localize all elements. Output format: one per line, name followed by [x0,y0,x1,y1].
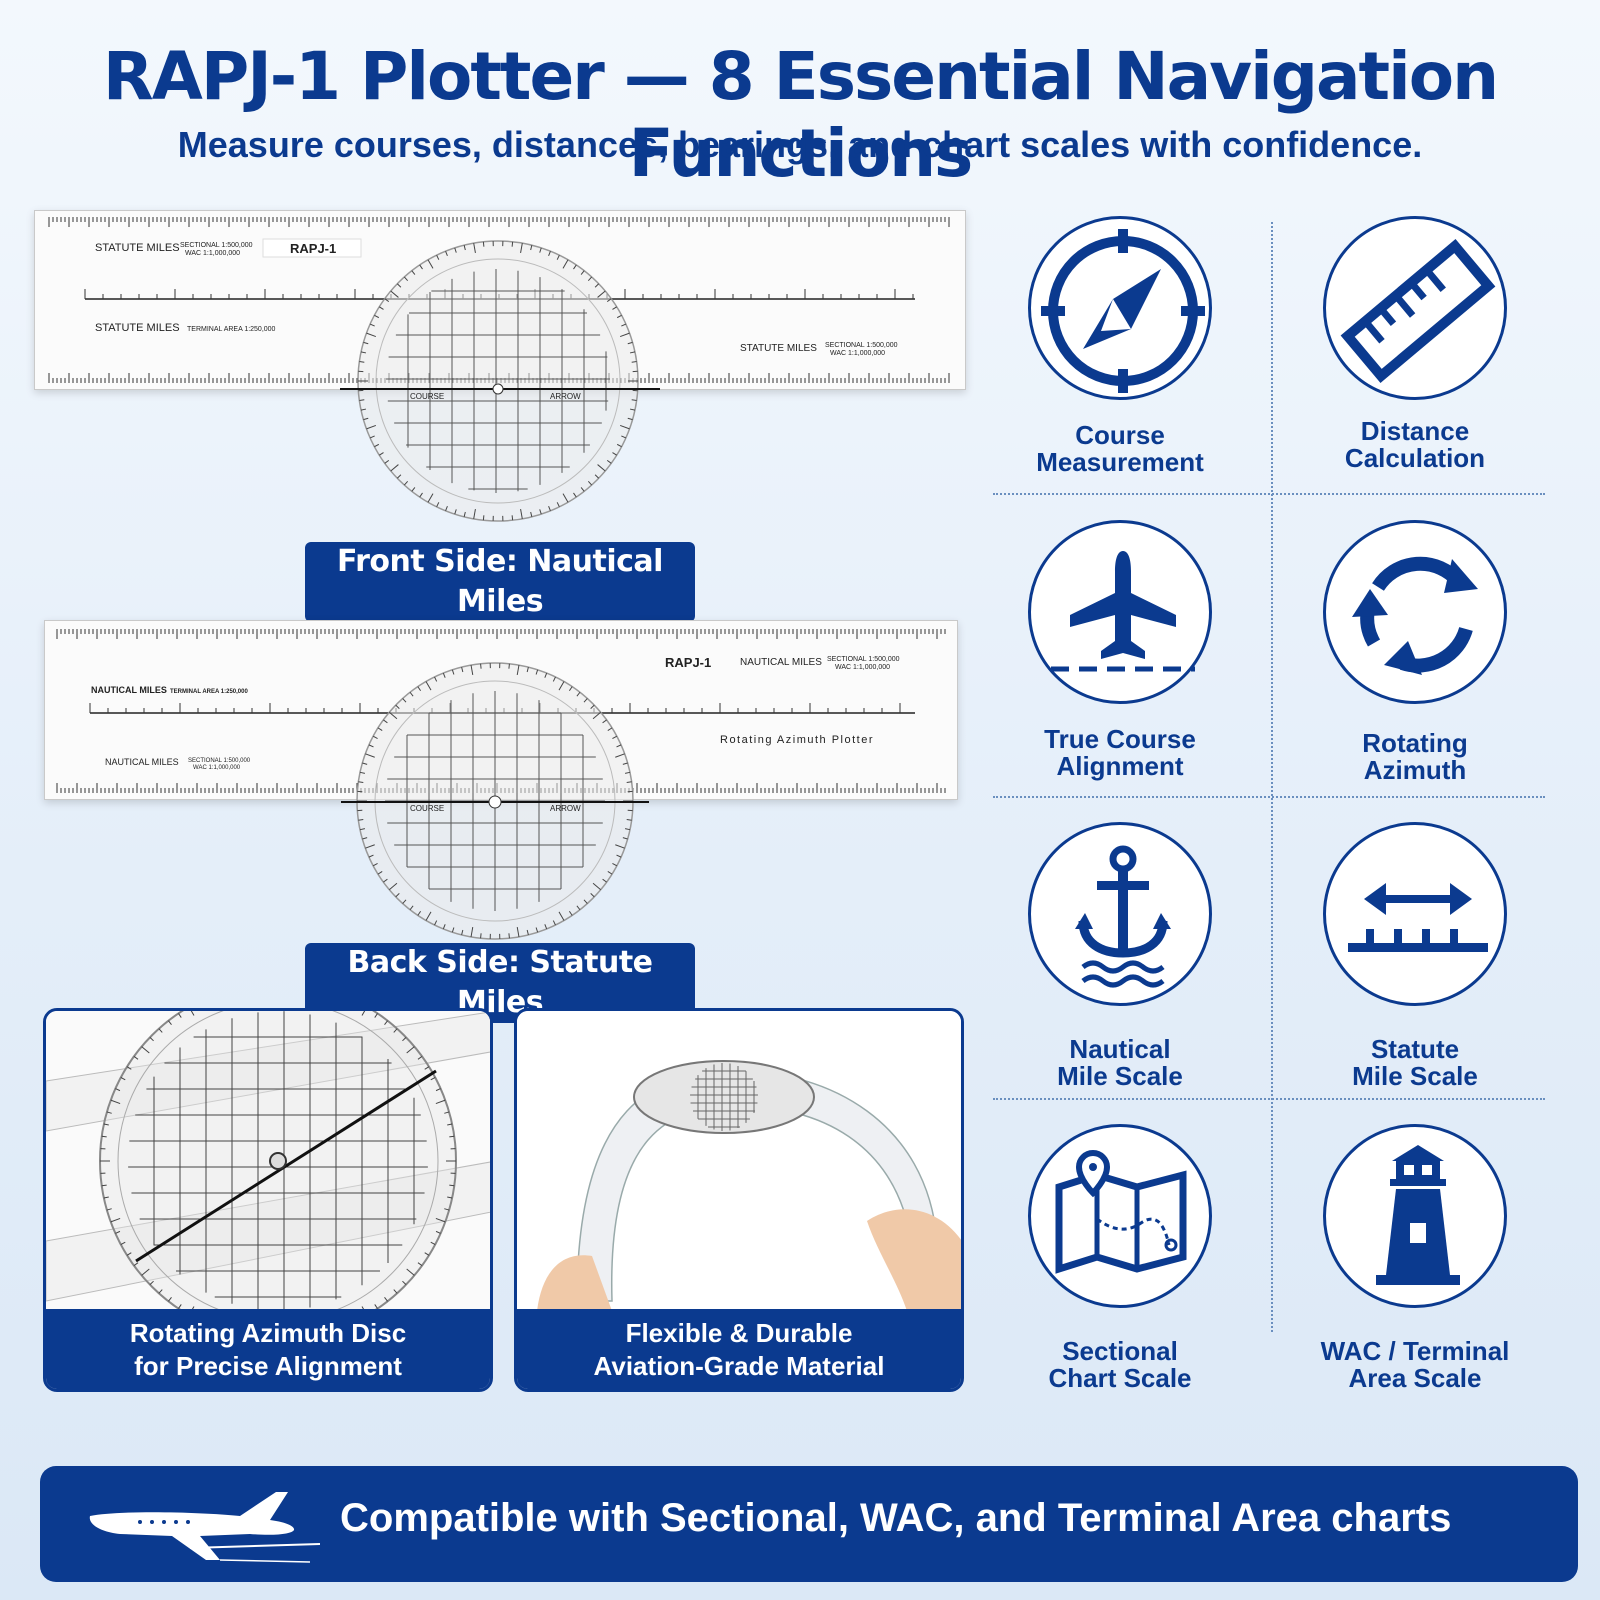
svg-text:WAC 1:1,000,000: WAC 1:1,000,000 [830,350,885,357]
azimuth-disc-photo: Rotating Azimuth Disc for Precise Alignm… [43,1008,493,1392]
svg-text:WAC 1:1,000,000: WAC 1:1,000,000 [193,765,241,771]
svg-text:SECTIONAL 1:500,000: SECTIONAL 1:500,000 [827,656,900,663]
feature-label-line1: WAC / Terminal [1320,1336,1510,1366]
jet-icon [89,1492,320,1563]
svg-text:SECTIONAL 1:500,000: SECTIONAL 1:500,000 [825,342,898,349]
page-subtitle: Measure courses, distances, bearings, an… [177,124,1423,165]
back-plotter-image: RAPJ-1 NAUTICAL MILES SECTIONAL 1:500,00… [44,620,958,940]
svg-text:COURSE: COURSE [410,392,444,401]
svg-text:NAUTICAL MILES: NAUTICAL MILES [105,757,179,767]
feature-nautical-mile-scale: Nautical Mile Scale [970,822,1270,1090]
photo1-caption-line2: for Precise Alignment [134,1351,402,1381]
airplane-icon [1051,551,1195,672]
svg-text:NAUTICAL MILES: NAUTICAL MILES [91,685,167,695]
measure-arrow-icon [1348,883,1488,952]
feature-label-line2: Measurement [1036,447,1204,477]
photo2-caption-line2: Aviation-Grade Material [593,1351,885,1381]
compass-icon [1041,229,1205,393]
feature-label-line2: Mile Scale [1352,1061,1478,1091]
feature-label-line1: Rotating [1362,728,1468,758]
anchor-icon [1075,845,1171,988]
front-plotter-image: STATUTE MILES SECTIONAL 1:500,000 WAC 1:… [34,210,966,522]
svg-text:ARROW: ARROW [550,392,581,401]
svg-text:STATUTE MILES: STATUTE MILES [95,322,180,334]
svg-text:SECTIONAL 1:500,000: SECTIONAL 1:500,000 [188,758,251,764]
front-brand: RAPJ-1 [290,241,336,256]
svg-text:WAC 1:1,000,000: WAC 1:1,000,000 [835,664,890,671]
svg-text:TERMINAL AREA 1:250,000: TERMINAL AREA 1:250,000 [170,689,248,695]
feature-divider-3 [993,1098,1545,1100]
feature-true-course-alignment: True Course Alignment [970,520,1270,780]
photo1-caption-line1: Rotating Azimuth Disc [129,1318,407,1348]
svg-text:TERMINAL AREA 1:250,000: TERMINAL AREA 1:250,000 [187,326,276,333]
feature-sectional-chart-scale: Sectional Chart Scale [970,1124,1270,1392]
svg-text:SECTIONAL 1:500,000: SECTIONAL 1:500,000 [180,242,253,249]
feature-label-line1: Nautical [1069,1034,1171,1064]
front-scale-top-left: STATUTE MILES [95,242,180,254]
feature-label-line1: Statute [1370,1034,1460,1064]
feature-course-measurement: Course Measurement [970,216,1270,476]
feature-label-line2: Area Scale [1348,1363,1482,1393]
feature-label-line2: Calculation [1344,443,1486,473]
feature-wac-terminal-area-scale: WAC / Terminal Area Scale [1265,1124,1565,1392]
feature-statute-mile-scale: Statute Mile Scale [1265,822,1565,1090]
page-title: RAPJ-1 Plotter — 8 Essential Navigation … [102,38,1499,192]
feature-label-line2: Alignment [1056,751,1184,781]
feature-label-line2: Mile Scale [1057,1061,1183,1091]
svg-text:STATUTE MILES: STATUTE MILES [740,343,817,354]
feature-divider-2 [993,796,1545,798]
svg-text:ARROW: ARROW [550,804,581,813]
svg-text:NAUTICAL MILES: NAUTICAL MILES [740,657,822,668]
map-pin-icon [1055,1150,1187,1274]
rotate-icon [1352,556,1478,675]
svg-text:RAPJ-1: RAPJ-1 [665,655,711,670]
flexible-plotter-photo: Flexible & Durable Aviation-Grade Materi… [514,1008,964,1392]
feature-divider-vertical [1271,222,1273,1332]
feature-label-line1: True Course [1044,724,1196,754]
feature-label-line1: Sectional [1062,1336,1178,1366]
feature-rotating-azimuth: Rotating Azimuth [1265,520,1565,784]
feature-divider-1 [993,493,1545,495]
feature-label-line2: Azimuth [1363,755,1467,785]
svg-text:COURSE: COURSE [410,804,444,813]
svg-text:Rotating Azimuth Plotter: Rotating Azimuth Plotter [720,734,874,746]
front-side-label: Front Side: Nautical Miles [305,542,695,622]
photo2-caption-line1: Flexible & Durable [625,1318,853,1348]
feature-label-line1: Course [1075,420,1165,450]
feature-label-line1: Distance [1360,416,1470,446]
lighthouse-icon [1376,1145,1460,1285]
footer-text: Compatible with Sectional, WAC, and Term… [340,1496,1452,1540]
ruler-icon [1340,239,1496,383]
footer-banner: Compatible with Sectional, WAC, and Term… [40,1466,1578,1582]
svg-text:WAC 1:1,000,000: WAC 1:1,000,000 [185,250,240,257]
feature-distance-calculation: Distance Calculation [1265,216,1565,472]
feature-label-line2: Chart Scale [1048,1363,1192,1393]
